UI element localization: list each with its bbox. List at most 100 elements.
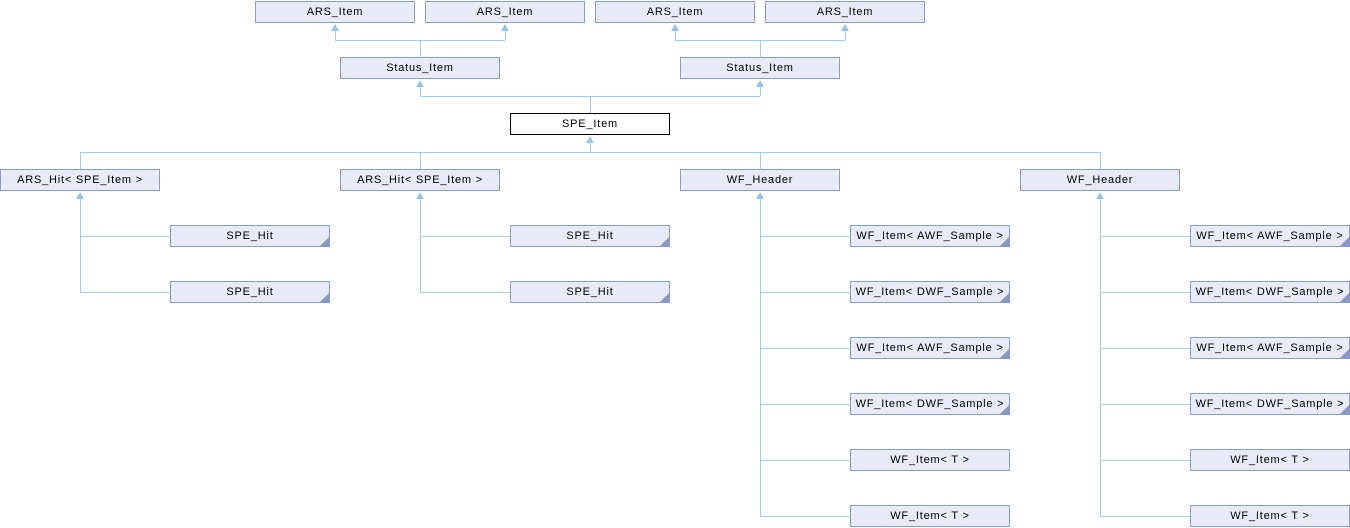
class-node-label: ARS_Hit< SPE_Item > [357, 174, 483, 186]
edge-line [80, 152, 1100, 153]
class-node-label: WF_Header [1066, 174, 1134, 186]
class-node-label: WF_Item< AWF_Sample > [1196, 342, 1344, 354]
class-node[interactable]: Status_Item [340, 57, 500, 79]
edge-line [760, 194, 761, 516]
class-node-label: WF_Item< DWF_Sample > [1195, 286, 1345, 298]
class-node[interactable]: ARS_Item [595, 1, 755, 23]
edge-line [80, 236, 170, 237]
edge-line [1100, 152, 1101, 169]
edge-line [590, 96, 591, 113]
class-node[interactable]: ARS_Hit< SPE_Item > [0, 169, 160, 191]
edge-line [760, 516, 850, 517]
class-node[interactable]: WF_Item< AWF_Sample > [850, 225, 1010, 247]
class-node-label: WF_Item< T > [890, 510, 970, 522]
class-node[interactable]: ARS_Item [255, 1, 415, 23]
edge-line [760, 292, 850, 293]
class-node-label: ARS_Item [816, 6, 874, 18]
edge-line [420, 40, 421, 57]
class-node-label: WF_Item< AWF_Sample > [856, 230, 1004, 242]
class-node[interactable]: WF_Item< T > [850, 449, 1010, 471]
edge-line [420, 152, 421, 169]
edge-line [1100, 236, 1190, 237]
inheritance-arrowhead-icon [671, 24, 679, 31]
inheritance-arrowhead-icon [756, 192, 764, 199]
inheritance-arrowhead-icon [416, 192, 424, 199]
edge-line [1100, 292, 1190, 293]
edge-line [335, 26, 336, 40]
truncated-fold-corner-icon [660, 293, 669, 302]
edge-line [420, 292, 510, 293]
class-node-label: SPE_Item [562, 118, 618, 130]
truncated-fold-corner-icon [660, 237, 669, 246]
edge-line [1100, 194, 1101, 516]
class-node[interactable]: SPE_Hit [510, 281, 670, 303]
class-node-label: ARS_Item [306, 6, 364, 18]
class-node-label: Status_Item [726, 62, 794, 74]
edge-line [420, 236, 510, 237]
edge-line [675, 26, 676, 40]
class-node[interactable]: WF_Header [680, 169, 840, 191]
class-node[interactable]: WF_Item< DWF_Sample > [850, 281, 1010, 303]
class-node-label: SPE_Hit [226, 230, 274, 242]
class-node[interactable]: WF_Header [1020, 169, 1180, 191]
edge-line [420, 82, 421, 96]
class-node-label: SPE_Hit [566, 286, 614, 298]
inheritance-arrowhead-icon [501, 24, 509, 31]
class-node[interactable]: SPE_Hit [510, 225, 670, 247]
class-node[interactable]: SPE_Hit [170, 225, 330, 247]
class-node[interactable]: ARS_Item [425, 1, 585, 23]
class-node[interactable]: WF_Item< DWF_Sample > [1190, 393, 1350, 415]
class-node-label: WF_Item< AWF_Sample > [1196, 230, 1344, 242]
edge-line [590, 138, 591, 152]
class-node-label: ARS_Item [476, 6, 534, 18]
edge-line [1100, 460, 1190, 461]
class-node-label: WF_Item< T > [890, 454, 970, 466]
edge-line [1100, 348, 1190, 349]
inheritance-arrowhead-icon [841, 24, 849, 31]
class-node-label: WF_Header [726, 174, 794, 186]
class-node[interactable]: WF_Item< DWF_Sample > [1190, 281, 1350, 303]
class-node[interactable]: WF_Item< T > [1190, 449, 1350, 471]
class-node[interactable]: WF_Item< T > [850, 505, 1010, 527]
truncated-fold-corner-icon [1340, 237, 1349, 246]
edge-line [1100, 404, 1190, 405]
class-node-label: WF_Item< DWF_Sample > [855, 286, 1005, 298]
class-node-label: SPE_Hit [226, 286, 274, 298]
edge-line [80, 292, 170, 293]
edge-line [760, 152, 761, 169]
class-node-label: ARS_Item [646, 6, 704, 18]
truncated-fold-corner-icon [1000, 237, 1009, 246]
class-node[interactable]: WF_Item< AWF_Sample > [1190, 337, 1350, 359]
class-node-label: ARS_Hit< SPE_Item > [17, 174, 143, 186]
truncated-fold-corner-icon [1000, 293, 1009, 302]
class-node-label: WF_Item< T > [1230, 454, 1310, 466]
class-node[interactable]: ARS_Hit< SPE_Item > [340, 169, 500, 191]
class-node[interactable]: WF_Item< T > [1190, 505, 1350, 527]
inheritance-arrowhead-icon [1096, 192, 1104, 199]
focus-class-node: SPE_Item [510, 113, 670, 135]
edge-line [505, 26, 506, 40]
class-node[interactable]: WF_Item< DWF_Sample > [850, 393, 1010, 415]
truncated-fold-corner-icon [1340, 293, 1349, 302]
class-node[interactable]: ARS_Item [765, 1, 925, 23]
class-node-label: SPE_Hit [566, 230, 614, 242]
truncated-fold-corner-icon [1340, 405, 1349, 414]
class-node[interactable]: WF_Item< AWF_Sample > [1190, 225, 1350, 247]
edge-line [420, 194, 421, 292]
class-node-label: Status_Item [386, 62, 454, 74]
edge-line [760, 40, 761, 57]
edge-line [1100, 516, 1190, 517]
inheritance-arrowhead-icon [586, 136, 594, 143]
edge-line [845, 26, 846, 40]
class-node[interactable]: WF_Item< AWF_Sample > [850, 337, 1010, 359]
inheritance-arrowhead-icon [416, 80, 424, 87]
class-node[interactable]: SPE_Hit [170, 281, 330, 303]
truncated-fold-corner-icon [1340, 349, 1349, 358]
edge-line [80, 152, 81, 169]
class-node-label: WF_Item< DWF_Sample > [1195, 398, 1345, 410]
edge-line [760, 236, 850, 237]
inheritance-arrowhead-icon [756, 80, 764, 87]
class-node[interactable]: Status_Item [680, 57, 840, 79]
truncated-fold-corner-icon [320, 293, 329, 302]
